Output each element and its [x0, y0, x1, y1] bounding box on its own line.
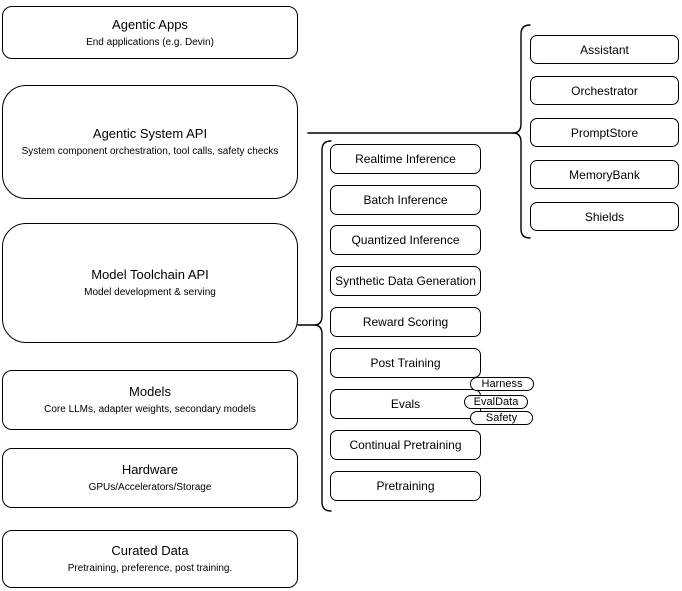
node-curated-data-subtitle: Pretraining, preference, post training. — [67, 563, 233, 574]
node-pretraining: Pretraining — [330, 471, 481, 501]
node-promptstore: PromptStore — [530, 118, 679, 147]
node-models-subtitle: Core LLMs, adapter weights, secondary mo… — [44, 404, 256, 415]
node-model-toolchain-api-subtitle: Model development & serving — [84, 287, 216, 298]
node-hardware-title: Hardware — [121, 462, 179, 477]
node-evals: Evals — [330, 389, 481, 419]
node-hardware: Hardware GPUs/Accelerators/Storage — [2, 448, 298, 508]
node-hardware-subtitle: GPUs/Accelerators/Storage — [88, 482, 212, 493]
node-agentic-apps-title: Agentic Apps — [112, 16, 188, 32]
node-synthetic-data-generation: Synthetic Data Generation — [330, 266, 481, 296]
node-memorybank: MemoryBank — [530, 160, 679, 189]
node-realtime-inference: Realtime Inference — [330, 144, 481, 174]
node-model-toolchain-api: Model Toolchain API Model development & … — [2, 223, 298, 343]
node-agentic-system-api: Agentic System API System component orch… — [2, 85, 298, 199]
node-shields: Shields — [530, 202, 679, 231]
node-post-training: Post Training — [330, 348, 481, 378]
node-agentic-apps-subtitle: End applications (e.g. Devin) — [86, 36, 214, 48]
node-reward-scoring: Reward Scoring — [330, 307, 481, 337]
node-models-title: Models — [129, 384, 171, 399]
badge-evaldata: EvalData — [464, 395, 528, 409]
node-quantized-inference: Quantized Inference — [330, 225, 481, 255]
node-agentic-apps: Agentic Apps End applications (e.g. Devi… — [2, 6, 298, 59]
node-orchestrator: Orchestrator — [530, 76, 679, 105]
node-agentic-system-api-title: Agentic System API — [92, 126, 208, 141]
badge-harness: Harness — [470, 377, 534, 391]
toolchain-services-brace — [313, 140, 332, 512]
node-agentic-system-api-subtitle: System component orchestration, tool cal… — [21, 146, 279, 157]
badge-safety: Safety — [470, 411, 533, 425]
system-components-brace — [512, 24, 531, 239]
node-batch-inference: Batch Inference — [330, 185, 481, 215]
node-curated-data: Curated Data Pretraining, preference, po… — [2, 530, 298, 588]
node-continual-pretraining: Continual Pretraining — [330, 430, 481, 460]
node-curated-data-title: Curated Data — [111, 543, 189, 558]
node-models: Models Core LLMs, adapter weights, secon… — [2, 370, 298, 430]
node-assistant: Assistant — [530, 35, 679, 64]
node-model-toolchain-api-title: Model Toolchain API — [91, 267, 209, 282]
